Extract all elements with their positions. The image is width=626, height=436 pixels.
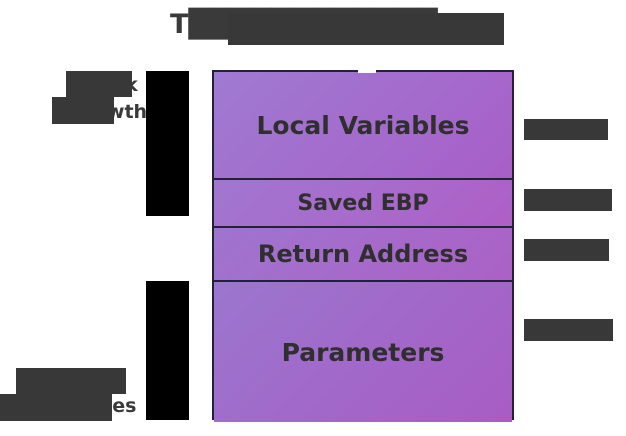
title-redaction-overlay	[228, 13, 504, 45]
stack-row-local-variables[interactable]: Local Variables	[214, 72, 512, 180]
higher-addresses-arrow-bar	[146, 281, 189, 420]
higher-addresses-redaction-1	[16, 368, 126, 394]
right-annotation-4	[524, 319, 613, 341]
right-annotation-3	[524, 239, 609, 261]
stack-row-parameters-label: Parameters	[281, 337, 445, 367]
stack-row-saved-ebp[interactable]: Saved EBP	[214, 180, 512, 228]
stack-frame-top-notch	[358, 68, 376, 73]
right-annotation-2	[524, 189, 612, 211]
stack-growth-arrow-bar	[146, 71, 189, 216]
stack-frame-diagram: Local Variables Saved EBP Return Address…	[212, 70, 514, 422]
stack-row-parameters[interactable]: Parameters	[214, 282, 512, 422]
stack-row-saved-ebp-label: Saved EBP	[297, 190, 429, 216]
stack-row-local-variables-label: Local Variables	[256, 110, 470, 140]
stack-row-return-address-label: Return Address	[257, 240, 469, 268]
right-annotation-1	[524, 119, 608, 140]
stack-row-return-address[interactable]: Return Address	[214, 228, 512, 282]
stack-growth-redaction-2	[52, 97, 114, 124]
stack-growth-redaction-1	[66, 71, 132, 97]
higher-addresses-redaction-2	[0, 394, 112, 421]
